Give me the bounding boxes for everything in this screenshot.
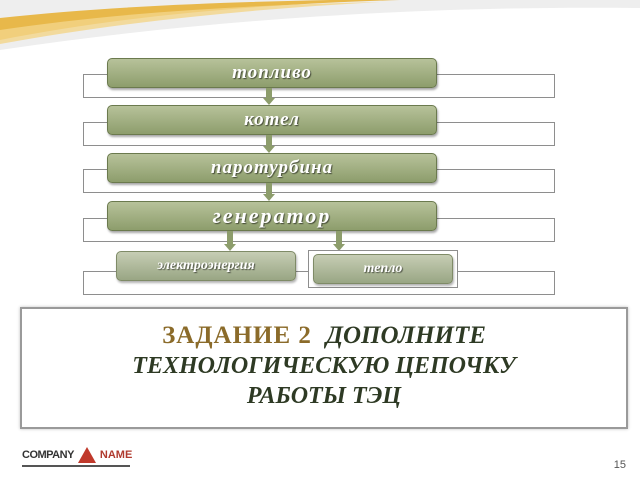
stage-fuel: топливо xyxy=(107,58,437,88)
arrow-fuel-to-boiler xyxy=(263,88,275,105)
task-line-3: РАБОТЫ ТЭЦ xyxy=(246,383,402,409)
task-number: ЗАДАНИЕ 2 xyxy=(162,322,312,349)
task-verb: ДОПОЛНИТЕ xyxy=(325,322,486,349)
logo-company-text: COMPANY xyxy=(22,449,74,461)
page-number: 15 xyxy=(613,459,626,471)
arrow-boiler-to-turbine xyxy=(263,135,275,153)
stage-steam-turbine: паротурбина xyxy=(107,153,437,183)
arrow-turbine-to-generator xyxy=(263,183,275,201)
logo-name-text: NAME xyxy=(99,449,133,461)
arrow-generator-to-heat xyxy=(333,231,345,251)
logo-mark-icon xyxy=(77,447,96,463)
logo-underline xyxy=(22,465,130,467)
task-box: ЗАДАНИЕ 2 ДОПОЛНИТЕ ТЕХНОЛОГИЧЕСКУЮ ЦЕПОЧ… xyxy=(20,307,628,429)
stage-boiler: котел xyxy=(107,105,437,135)
output-electricity: электроэнергия xyxy=(116,251,296,281)
stage-generator: генератор xyxy=(107,201,437,231)
arrow-generator-to-electricity xyxy=(224,231,236,251)
background-swoosh xyxy=(0,0,640,50)
task-heading: ЗАДАНИЕ 2 ДОПОЛНИТЕ xyxy=(22,321,626,351)
output-heat: тепло xyxy=(313,254,453,284)
task-line-2: ТЕХНОЛОГИЧЕСКУЮ ЦЕПОЧКУ xyxy=(132,353,516,379)
company-logo: COMPANY NAME xyxy=(22,444,132,466)
